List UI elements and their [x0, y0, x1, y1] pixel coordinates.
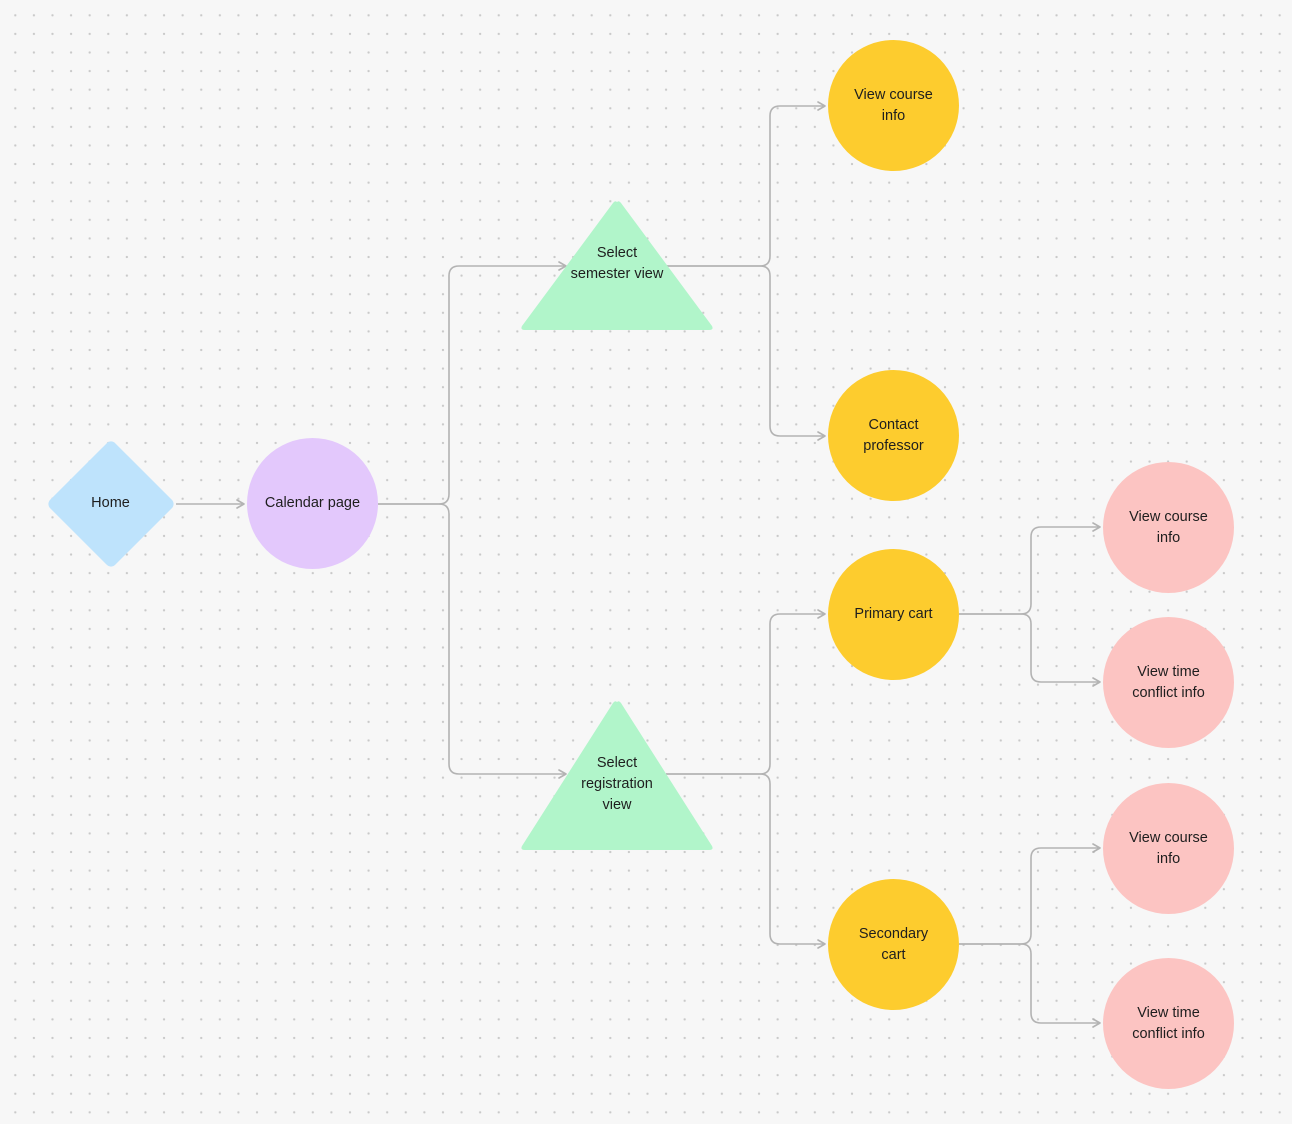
triangle-shape: [521, 701, 713, 850]
node-select-semester-view-label: Select semester view: [570, 245, 664, 282]
node-view-time-conflict-info-label: View time conflict info: [1132, 663, 1205, 701]
circle-shape: [828, 879, 959, 1010]
edge-semester-to-view-course[interactable]: [666, 101, 826, 267]
node-contact-professor[interactable]: Contact professor: [828, 370, 959, 501]
node-view-course-info-semester[interactable]: View course info: [828, 40, 959, 171]
edge-secondary-cart-to-view-course[interactable]: [959, 843, 1101, 945]
circle-shape: [1103, 783, 1234, 914]
node-primary-cart[interactable]: Primary cart: [828, 549, 959, 680]
triangle-shape: [521, 201, 713, 330]
edge-registration-to-secondary-cart[interactable]: [666, 773, 826, 949]
node-view-course-info-label: View course info: [1129, 829, 1208, 867]
node-home[interactable]: Home: [45, 438, 176, 569]
circle-shape: [828, 40, 959, 171]
node-view-course-info-label: View course info: [854, 86, 933, 124]
edge-primary-cart-to-view-course[interactable]: [959, 522, 1101, 615]
node-calendar-page[interactable]: Calendar page: [247, 438, 378, 569]
node-select-semester-view[interactable]: Select semester view: [520, 199, 714, 332]
node-secondary-cart-label: Secondary cart: [858, 925, 929, 963]
circle-shape: [1103, 462, 1234, 593]
node-contact-professor-label: Contact professor: [863, 416, 924, 454]
node-view-course-info-primary[interactable]: View course info: [1103, 462, 1234, 593]
node-view-course-info-label: View course info: [1129, 508, 1208, 546]
edge-calendar-to-registration[interactable]: [378, 503, 567, 779]
circle-shape: [1103, 617, 1234, 748]
node-view-time-conflict-info-secondary[interactable]: View time conflict info: [1103, 958, 1234, 1089]
node-select-registration-view-label: Select registration view: [581, 754, 653, 813]
node-calendar-page-label: Calendar page: [264, 495, 361, 511]
edge-semester-to-contact[interactable]: [666, 265, 826, 441]
node-view-course-info-secondary[interactable]: View course info: [1103, 783, 1234, 914]
node-select-registration-view[interactable]: Select registration view: [520, 699, 714, 852]
circle-shape: [828, 549, 959, 680]
circle-shape: [247, 438, 378, 569]
node-primary-cart-label: Primary cart: [854, 606, 933, 622]
node-view-time-conflict-info-primary[interactable]: View time conflict info: [1103, 617, 1234, 748]
edge-secondary-cart-to-time-conflict[interactable]: [959, 943, 1101, 1028]
circle-shape: [828, 370, 959, 501]
circle-shape: [1103, 958, 1234, 1089]
edge-calendar-to-semester[interactable]: [378, 261, 567, 505]
node-home-label: Home: [91, 495, 130, 511]
node-view-time-conflict-info-label: View time conflict info: [1132, 1004, 1205, 1042]
edge-primary-cart-to-time-conflict[interactable]: [959, 613, 1101, 687]
edge-registration-to-primary-cart[interactable]: [666, 609, 826, 775]
node-secondary-cart[interactable]: Secondary cart: [828, 879, 959, 1010]
